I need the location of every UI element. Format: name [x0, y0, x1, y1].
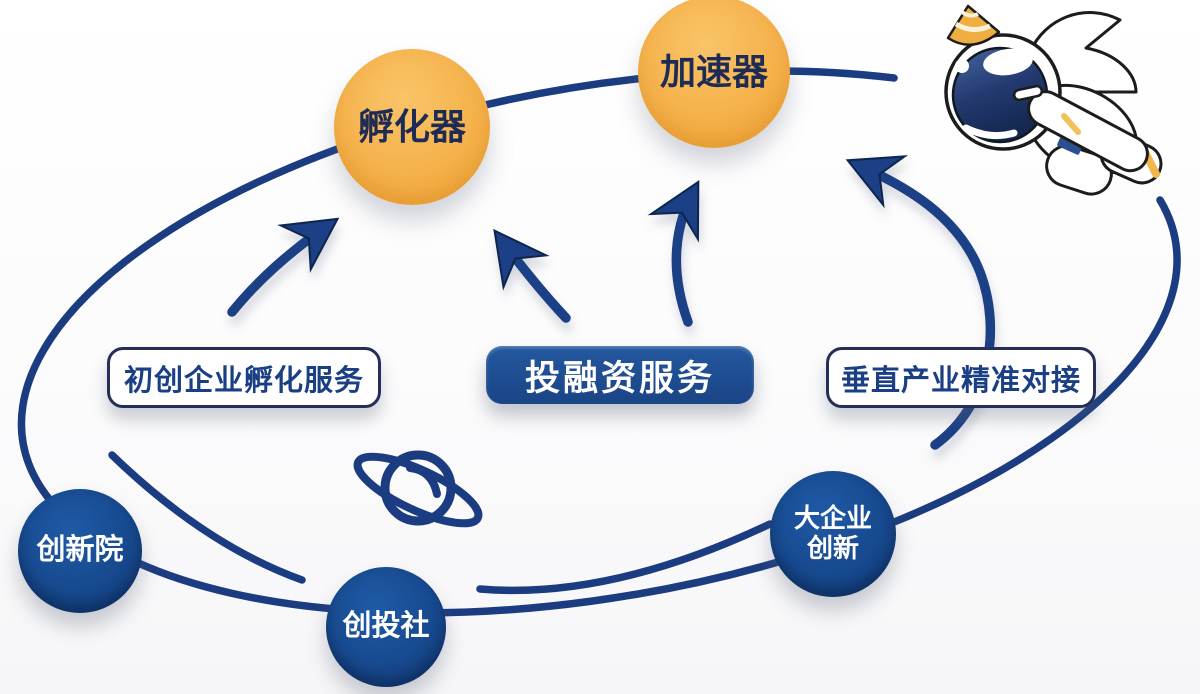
planet-icon	[353, 450, 483, 528]
visor-highlight-smile	[962, 124, 1018, 140]
visor-highlight-large	[983, 48, 1033, 76]
mascot-pointing-finger	[1012, 84, 1044, 102]
node-venture-club: 创投社	[326, 567, 446, 687]
label-vertical-industry-matching: 垂直产业精准对接	[826, 347, 1096, 408]
label-startup-incubation-service: 初创企业孵化服务	[107, 347, 381, 408]
arrow-to-accelerator-middle	[676, 190, 694, 327]
mascot-arm	[1027, 90, 1149, 173]
label-investment-financing-text: 投融资服务	[524, 358, 715, 398]
node-incubator-label: 孵化器	[357, 106, 466, 148]
arm-gold-stripe	[1061, 113, 1081, 135]
horn-stripe-upper	[960, 10, 979, 18]
unicorn-horn	[946, 4, 1001, 46]
node-accelerator-label: 加速器	[659, 51, 768, 93]
inner-orbit-arc-left	[108, 451, 306, 584]
mascot-chest-patch	[1057, 136, 1083, 155]
arrow-to-incubator-left	[227, 224, 330, 317]
node-enterprise-line1: 大企业	[793, 503, 872, 534]
outer-orbit-path	[17, 67, 1181, 617]
inner-orbit-arc-right	[476, 520, 774, 595]
node-innovation-institute: 创新院	[18, 489, 142, 613]
arrow-to-incubator-right	[500, 238, 571, 323]
node-enterprise-line2: 创新	[806, 533, 859, 563]
label-startup-incubation-text: 初创企业孵化服务	[123, 364, 364, 397]
mascot-leg	[1045, 144, 1113, 196]
node-venture-club-label: 创投社	[342, 610, 430, 643]
label-investment-financing-service: 投融资服务	[486, 346, 754, 404]
node-innovation-institute-label: 创新院	[36, 534, 124, 567]
node-enterprise-innovation: 大企业 创新	[770, 471, 896, 597]
astronaut-mascot	[944, 4, 1163, 196]
node-accelerator: 加速器	[638, 0, 790, 148]
label-vertical-industry-text: 垂直产业精准对接	[840, 364, 1081, 397]
node-incubator: 孵化器	[334, 49, 490, 205]
visor-highlight-dot	[955, 59, 969, 73]
horn-stripe-lower	[954, 21, 992, 32]
